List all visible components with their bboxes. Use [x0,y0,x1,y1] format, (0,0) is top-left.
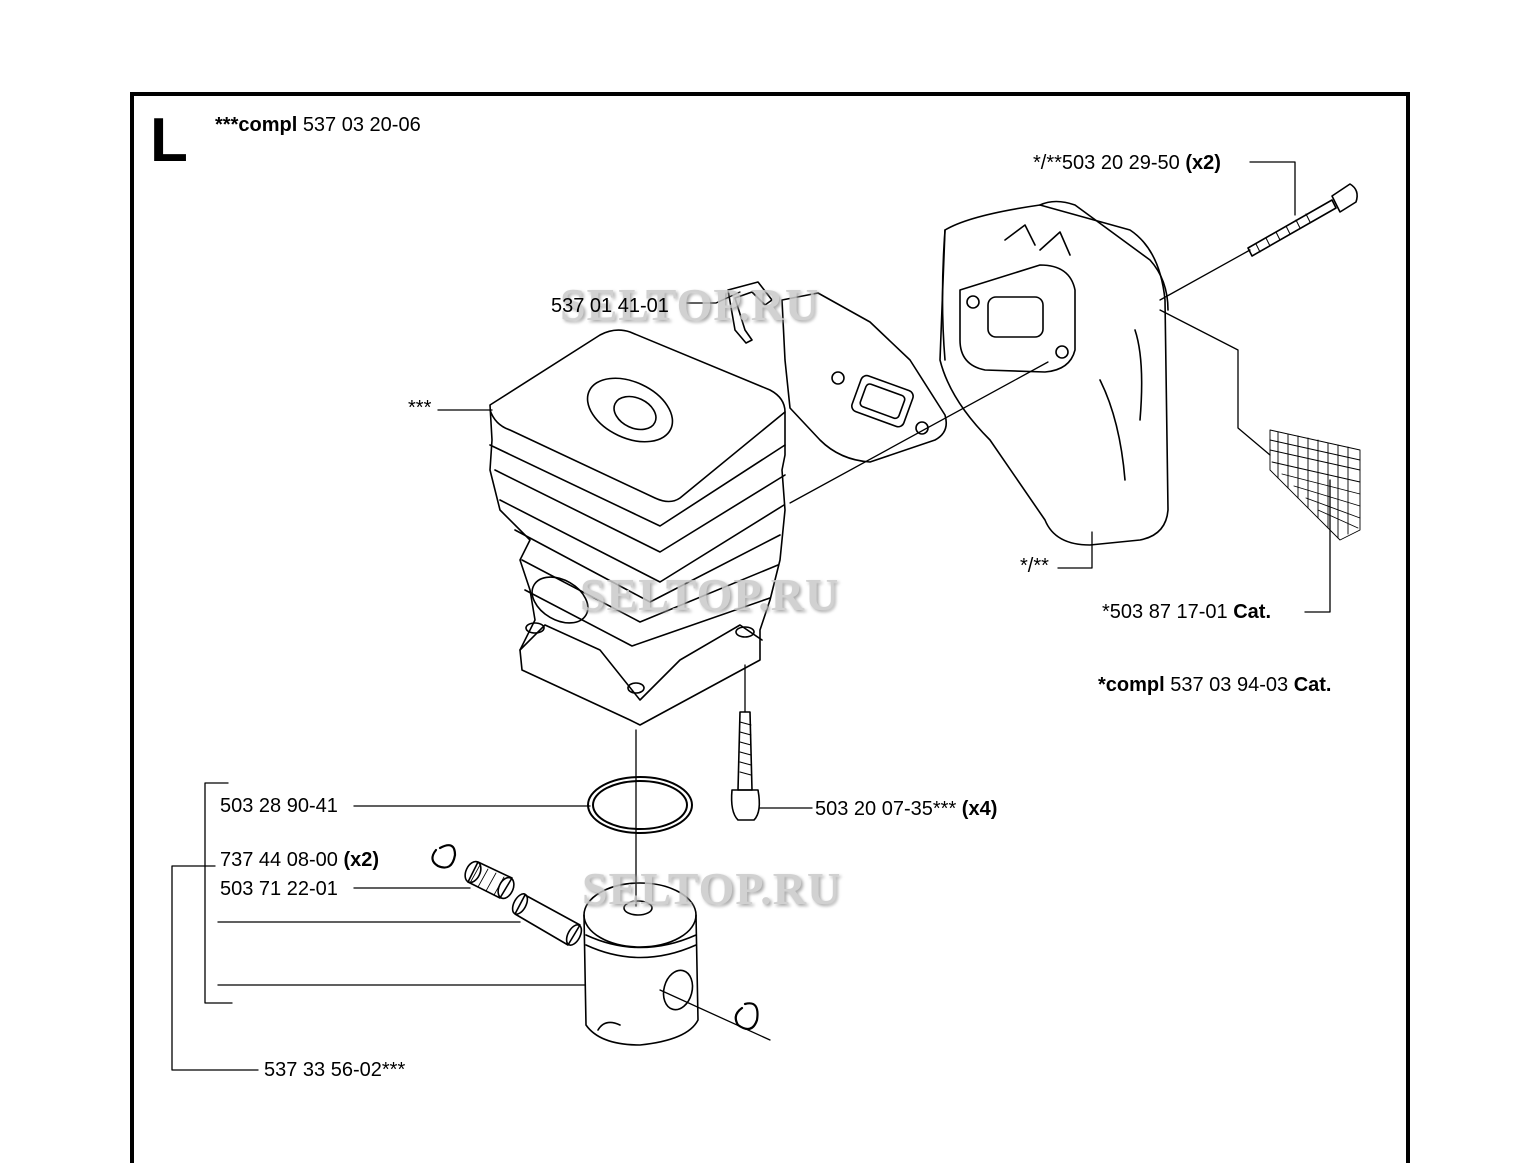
piston-ring-label: 503 28 90-41 [220,796,338,816]
circlip-label: 737 44 08-00 (x2) [220,850,379,870]
cylinder-screw [730,711,761,821]
needle-bearing [464,860,515,900]
watermark-2: SELTOP.RU [580,569,840,620]
piston-ring-part-number: 503 28 90-41 [220,795,338,817]
cylinder-complete-label: ***compl 537 03 20-06 [215,115,421,135]
watermark-3: SELTOP.RU [582,863,842,914]
needle-bearing-label: 503 71 22-01 [220,879,338,899]
section-letter: L [150,106,188,175]
cylinder-screw-label: 503 20 07-35*** (x4) [815,799,997,819]
piston-pin [511,893,583,946]
muffler-complete-catalog-mark: Cat. [1293,674,1332,696]
muffler-ref-label: */** [1020,556,1049,576]
cylinder-ref-mark: *** [408,397,432,419]
cylinder-screw-quantity: (x4) [961,798,998,820]
needle-bearing-part-number: 503 71 22-01 [220,878,338,900]
bracket [727,281,773,344]
screen-label: *503 87 17-01 Cat. [1102,602,1271,622]
bracket-part-number: 537 01 41-01 [551,295,669,317]
muffler-complete-part-number: 537 03 94-03 [1170,674,1289,696]
cylinder [489,329,786,726]
screen-part-number: *503 87 17-01 [1102,601,1228,623]
muffler-bolt-part-number: */**503 20 29-50 [1033,152,1180,174]
piston-kit-label: 537 33 56-02*** [264,1060,405,1080]
piston-ring [587,776,693,834]
bracket-label: 537 01 41-01 [551,296,669,316]
circlip-left [431,844,457,869]
circlip-quantity: (x2) [343,849,380,871]
gasket [781,292,948,463]
screen-catalog-mark: Cat. [1233,601,1272,623]
muffler-ref-mark: */** [1020,555,1049,577]
muffler-bolt [1247,183,1358,257]
muffler-complete-label: *compl 537 03 94-03 Cat. [1098,675,1332,695]
muffler-complete-prefix: *compl [1098,674,1165,696]
watermark-1: SELTOP.RU [560,279,820,330]
piston-kit-part-number: 537 33 56-02*** [264,1059,406,1081]
circlip-part-number: 737 44 08-00 [220,849,338,871]
circlip-right [734,1002,759,1031]
cylinder-complete-prefix: ***compl [215,114,298,136]
piston [583,882,699,1046]
muffler-bolt-quantity: (x2) [1185,152,1221,174]
cylinder-complete-part-number: 537 03 20-06 [302,114,421,136]
muffler-bolt-label: */**503 20 29-50 (x2) [1033,153,1221,173]
diagram-frame [130,92,1410,1163]
cylinder-screw-part-number: 503 20 07-35*** [815,798,957,820]
spark-arrester-screen [1269,429,1361,541]
cylinder-ref-label: *** [408,398,431,418]
muffler [939,200,1169,546]
